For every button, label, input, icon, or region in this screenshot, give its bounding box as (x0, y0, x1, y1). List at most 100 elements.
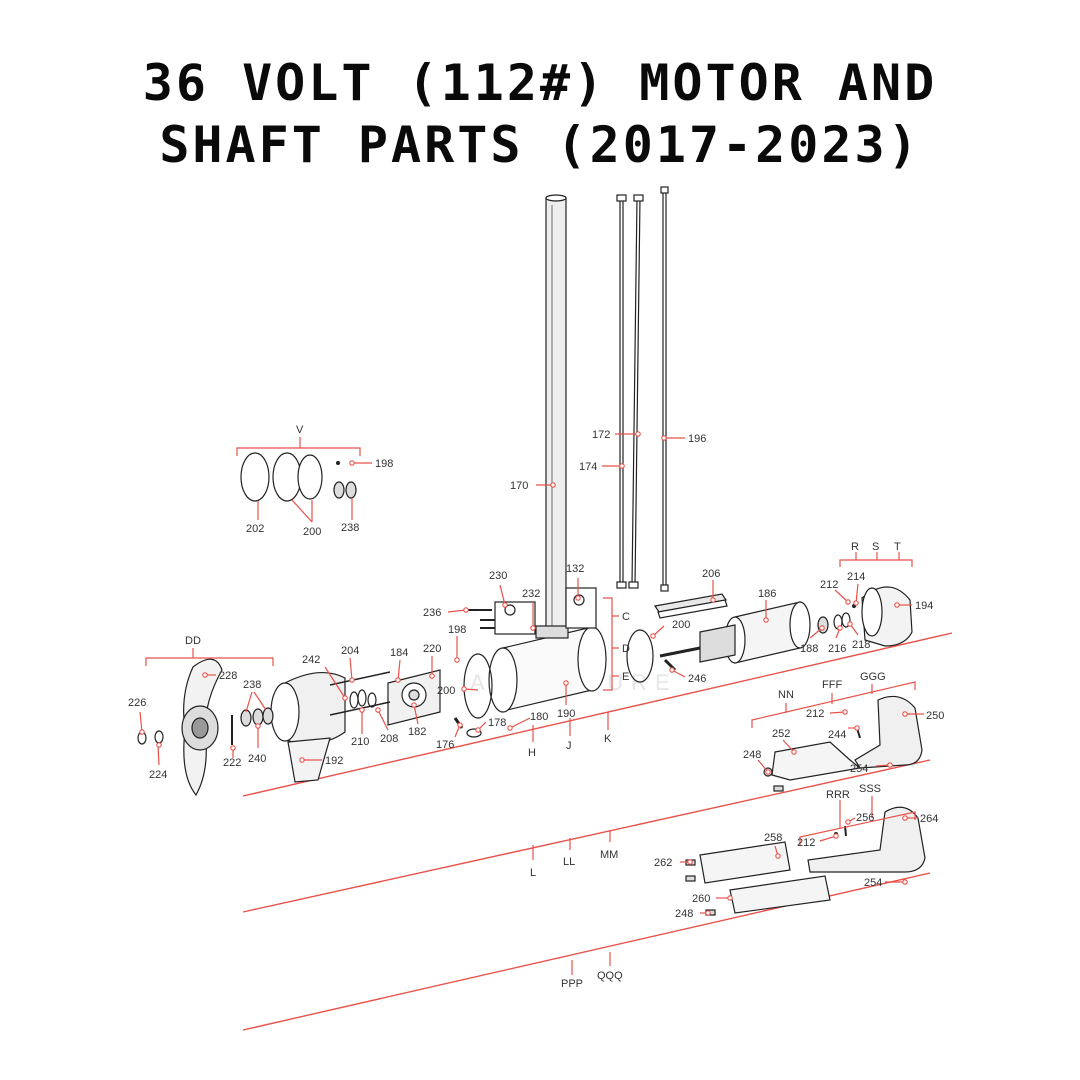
label-T: T (894, 541, 901, 553)
group-v (236, 437, 372, 523)
label-254b: 254 (864, 877, 882, 889)
label-210: 210 (351, 736, 369, 748)
label-V: V (296, 424, 304, 436)
label-242: 242 (302, 654, 320, 666)
label-222: 222 (223, 757, 241, 769)
label-J: J (566, 740, 572, 752)
o-ring-200b (297, 454, 323, 500)
label-GGG: GGG (860, 671, 886, 683)
label-228: 228 (219, 670, 237, 682)
label-216: 216 (828, 643, 846, 655)
armature-186 (659, 601, 811, 664)
label-214: 214 (847, 571, 865, 583)
label-176: 176 (436, 739, 454, 751)
label-QQQ: QQQ (597, 970, 623, 982)
label-244: 244 (828, 729, 846, 741)
label-248a: 248 (743, 749, 761, 761)
label-238a: 238 (341, 522, 359, 534)
label-246: 246 (688, 673, 706, 685)
part-labels: V 198 202 200 238 170 172 174 196 230 13… (128, 424, 944, 990)
propeller-dd (137, 658, 274, 797)
title-line-2: SHAFT PARTS (2017-2023) (159, 116, 921, 174)
end-cap-194 (861, 586, 913, 647)
label-174: 174 (579, 461, 597, 473)
label-182: 182 (408, 726, 426, 738)
label-260: 260 (692, 893, 710, 905)
label-188: 188 (800, 643, 818, 655)
label-252: 252 (772, 728, 790, 740)
label-DD: DD (185, 635, 201, 647)
cable-172-174 (616, 194, 644, 589)
label-180: 180 (530, 711, 548, 723)
label-200a: 200 (303, 526, 321, 538)
label-194: 194 (915, 600, 933, 612)
label-RRR: RRR (826, 789, 850, 801)
label-258: 258 (764, 832, 782, 844)
label-198b: 198 (448, 624, 466, 636)
o-ring-200b2 (626, 629, 654, 683)
label-FFF: FFF (822, 679, 842, 691)
label-200b: 200 (672, 619, 690, 631)
label-S: S (872, 541, 879, 553)
brush-plate-184 (387, 669, 441, 726)
label-MM: MM (600, 849, 618, 861)
label-220: 220 (423, 643, 441, 655)
label-240: 240 (248, 753, 266, 765)
label-190: 190 (557, 708, 575, 720)
label-218: 218 (852, 639, 870, 651)
title-line-1: 36 VOLT (112#) MOTOR AND (142, 54, 938, 112)
label-202: 202 (246, 523, 264, 535)
label-K: K (604, 733, 612, 745)
shaft-170 (545, 194, 567, 639)
motor-housing-190 (463, 625, 654, 719)
label-L: L (530, 867, 536, 879)
label-E: E (622, 671, 629, 683)
page-title: 36 VOLT (112#) MOTOR AND SHAFT PARTS (20… (0, 52, 1080, 176)
label-224: 224 (149, 769, 167, 781)
label-NN: NN (778, 689, 794, 701)
o-ring-202 (240, 452, 270, 502)
group-line-nn (242, 759, 931, 913)
label-238b: 238 (243, 679, 261, 691)
leader-lines (139, 431, 924, 975)
label-256: 256 (856, 812, 874, 824)
label-172: 172 (592, 429, 610, 441)
label-SSS: SSS (859, 783, 881, 795)
label-248b: 248 (675, 908, 693, 920)
label-226: 226 (128, 697, 146, 709)
label-212a: 212 (820, 579, 838, 591)
label-C: C (622, 611, 630, 623)
cable-196 (660, 186, 669, 592)
label-232: 232 (522, 588, 540, 600)
label-186: 186 (758, 588, 776, 600)
label-208: 208 (380, 733, 398, 745)
o-ring-200c (463, 653, 493, 719)
label-178: 178 (488, 717, 506, 729)
label-R: R (851, 541, 859, 553)
label-204: 204 (341, 645, 359, 657)
bracket-rrr (685, 806, 926, 916)
label-264: 264 (920, 813, 938, 825)
label-196: 196 (688, 433, 706, 445)
label-184: 184 (390, 647, 408, 659)
label-262: 262 (654, 857, 672, 869)
label-236: 236 (423, 607, 441, 619)
label-212c: 212 (797, 837, 815, 849)
label-170: 170 (510, 480, 528, 492)
label-250: 250 (926, 710, 944, 722)
front-small-parts (329, 671, 482, 738)
label-132: 132 (566, 563, 584, 575)
label-206: 206 (702, 568, 720, 580)
group-line-motor (242, 632, 953, 797)
label-212b: 212 (806, 708, 824, 720)
label-254a: 254 (850, 763, 868, 775)
label-PPP: PPP (561, 978, 583, 990)
label-LL: LL (563, 856, 575, 868)
label-200c: 200 (437, 685, 455, 697)
label-230: 230 (489, 570, 507, 582)
rail-206 (653, 593, 728, 619)
label-192: 192 (325, 755, 343, 767)
o-ring-200a (272, 452, 302, 502)
seal-238a (333, 481, 345, 499)
